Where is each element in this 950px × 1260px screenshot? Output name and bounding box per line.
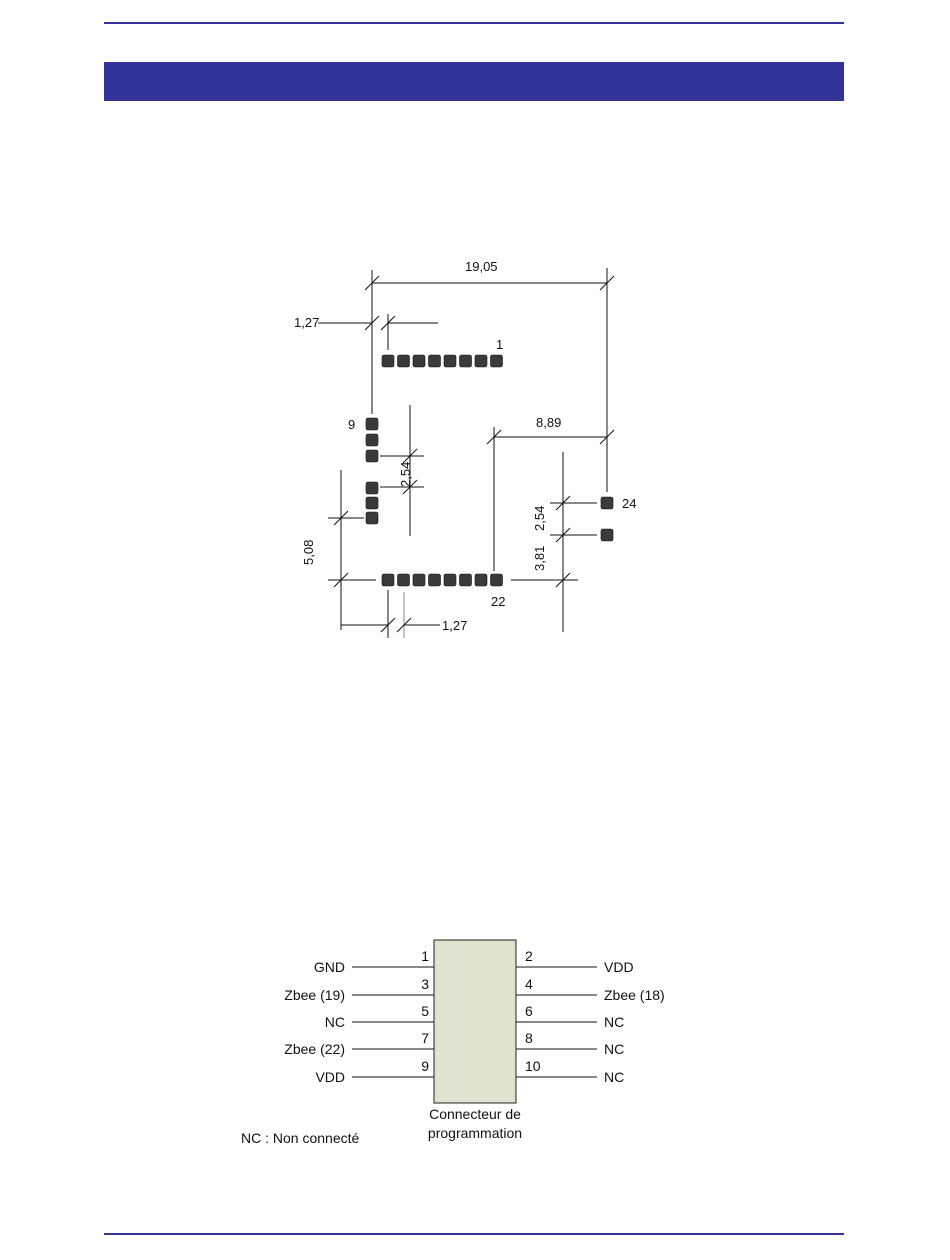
pad-top-row xyxy=(429,355,441,367)
footprint-diagram: 19,05 1,27 8,89 1,27 2,54 5,08 2,54 3,81… xyxy=(0,0,950,700)
nc-note: NC : Non connecté xyxy=(241,1130,359,1146)
pad-left-column xyxy=(366,434,378,446)
dim-label-overall-width: 19,05 xyxy=(465,259,498,274)
connector-pin-signal-left: Zbee (19) xyxy=(284,987,345,1003)
pad-bottom-row xyxy=(491,574,503,586)
connector-pin-signal-right: VDD xyxy=(604,959,634,975)
pad-top-row xyxy=(460,355,472,367)
pad-bottom-row xyxy=(444,574,456,586)
pin-label-22: 22 xyxy=(491,594,505,609)
pad-left-column xyxy=(366,450,378,462)
dim-label-right-pitch: 2,54 xyxy=(532,506,547,531)
pad-right-column xyxy=(601,497,613,509)
dim-label-bottom-right-offset: 3,81 xyxy=(532,546,547,571)
connector-title-line1: Connecteur de xyxy=(429,1106,521,1122)
pad-top-row xyxy=(398,355,410,367)
connector-pin-signal-left: Zbee (22) xyxy=(284,1041,345,1057)
pad-bottom-row xyxy=(398,574,410,586)
pad-bottom-row xyxy=(382,574,394,586)
pad-right-column xyxy=(601,529,613,541)
dim-label-left-pitch: 2,54 xyxy=(398,462,413,487)
connector-title-line2: programmation xyxy=(428,1125,522,1141)
pad-left-column xyxy=(366,482,378,494)
pad-top-row xyxy=(382,355,394,367)
pad-bottom-row xyxy=(429,574,441,586)
dim-label-right-offset: 8,89 xyxy=(536,415,561,430)
connector-pin-number-right: 2 xyxy=(525,948,533,964)
connector-pin-number-right: 6 xyxy=(525,1003,533,1019)
connector-pin-number-left: 5 xyxy=(421,1003,429,1019)
connector-pin-signal-right: NC xyxy=(604,1069,624,1085)
pin-label-24: 24 xyxy=(622,496,636,511)
connector-pin-signal-left: GND xyxy=(314,959,345,975)
pin-label-9: 9 xyxy=(348,417,355,432)
pin-number-labels: 1 9 24 22 xyxy=(348,337,636,609)
connector-pin-number-right: 8 xyxy=(525,1030,533,1046)
pad-top-row xyxy=(491,355,503,367)
pad-top-row xyxy=(444,355,456,367)
dim-label-bottom-pitch: 1,27 xyxy=(442,618,467,633)
pad-left-column xyxy=(366,497,378,509)
connector-pin-number-left: 7 xyxy=(421,1030,429,1046)
connector-pin-signal-left: NC xyxy=(325,1014,345,1030)
pad-left-column xyxy=(366,418,378,430)
connector-pin-number-left: 1 xyxy=(421,948,429,964)
connector-pin-number-right: 4 xyxy=(525,976,533,992)
connector-pin-signal-left: VDD xyxy=(315,1069,345,1085)
connector-pin-signal-right: Zbee (18) xyxy=(604,987,665,1003)
pad-top-row xyxy=(475,355,487,367)
connector-pin-number-left: 9 xyxy=(421,1058,429,1074)
dim-label-left-height: 5,08 xyxy=(301,540,316,565)
bottom-rule xyxy=(104,1233,844,1235)
connector-pin-signal-right: NC xyxy=(604,1041,624,1057)
dim-label-top-pitch: 1,27 xyxy=(294,315,319,330)
dimension-labels: 19,05 1,27 8,89 1,27 2,54 5,08 2,54 3,81 xyxy=(294,259,561,633)
pad-bottom-row xyxy=(413,574,425,586)
connector-pin-number-right: 10 xyxy=(525,1058,541,1074)
pad-bottom-row xyxy=(475,574,487,586)
connector-pin-number-left: 3 xyxy=(421,976,429,992)
pad-left-column xyxy=(366,512,378,524)
pin-label-1: 1 xyxy=(496,337,503,352)
pad-bottom-row xyxy=(460,574,472,586)
connector-pin-signal-right: NC xyxy=(604,1014,624,1030)
connector-body xyxy=(434,940,516,1103)
pad-top-row xyxy=(413,355,425,367)
